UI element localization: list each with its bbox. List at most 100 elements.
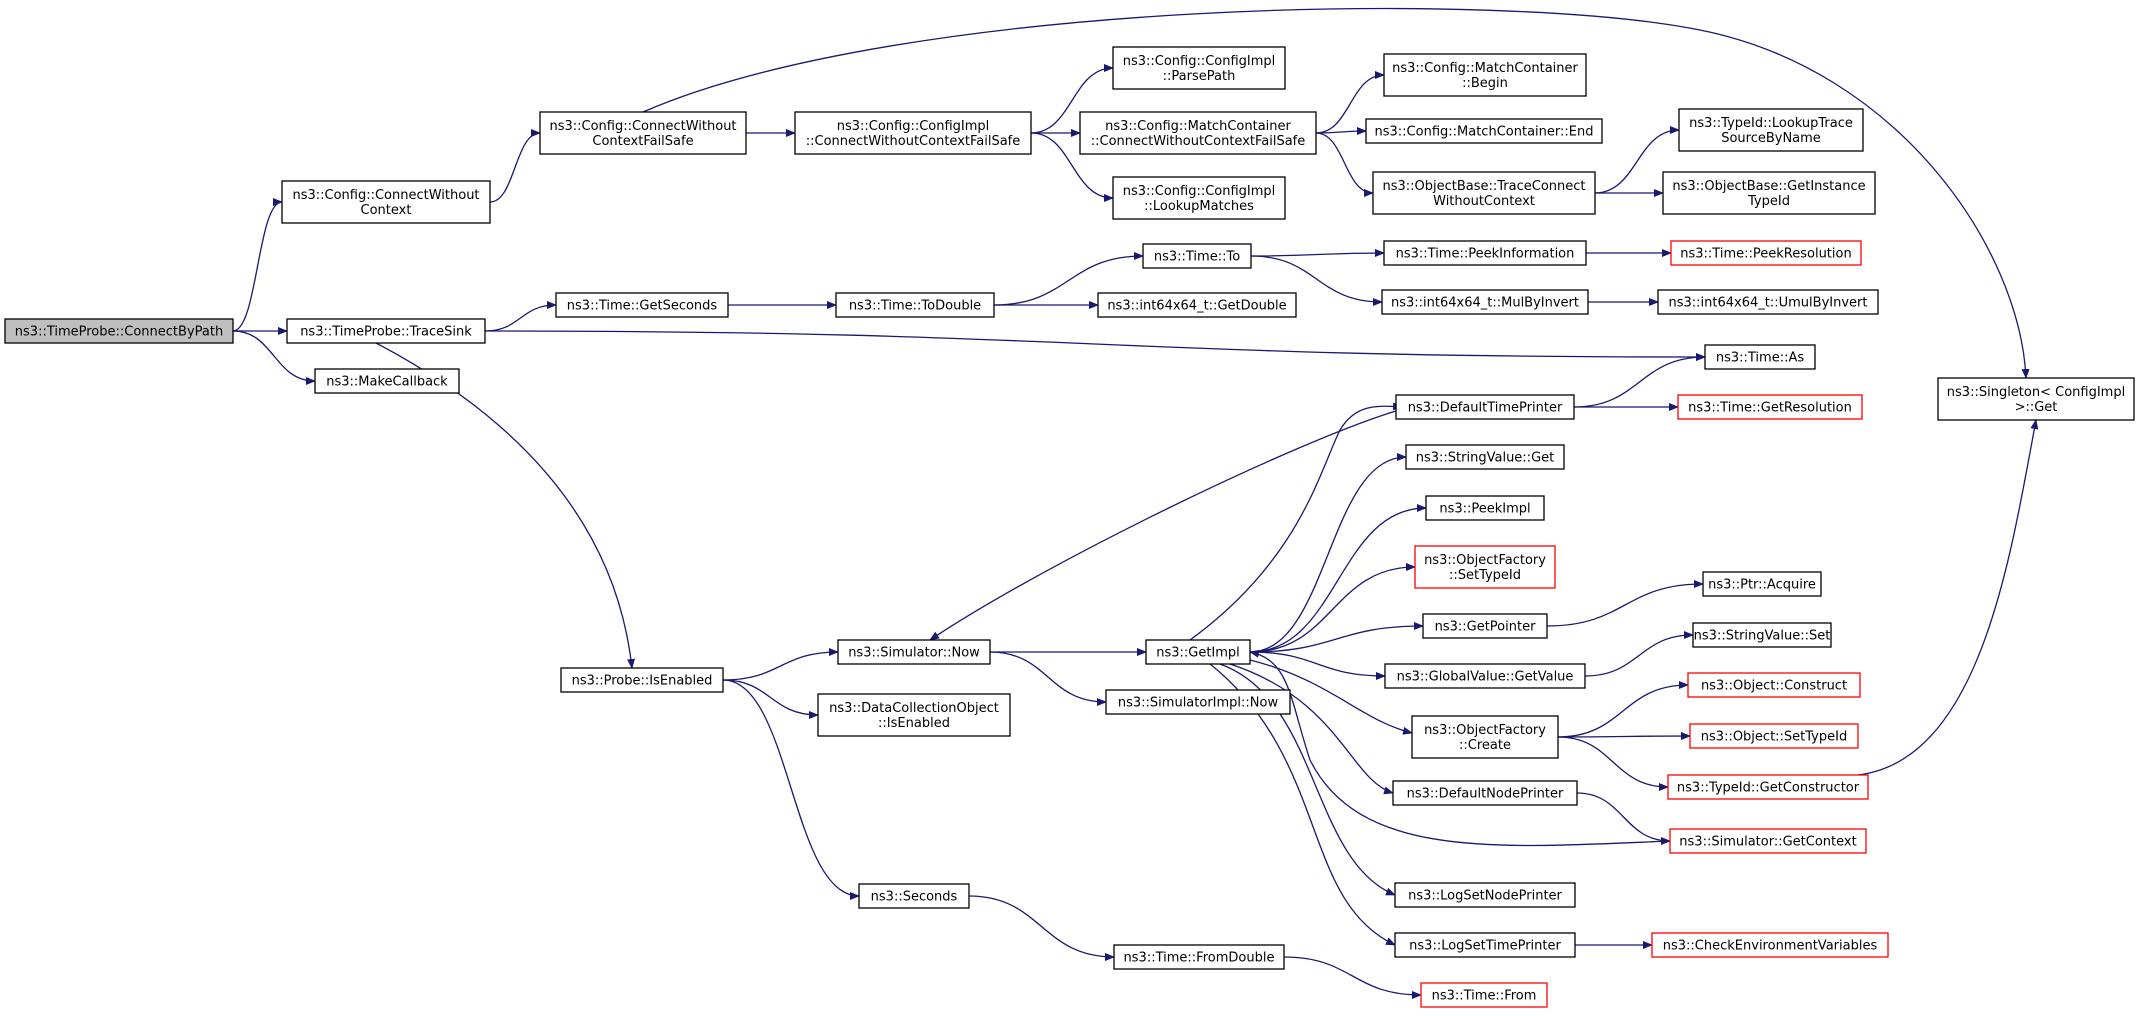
node-box	[286, 318, 486, 344]
node-box	[1670, 240, 1862, 266]
call-edge-connectbypath-to-makecallback	[232, 330, 316, 385]
node-label: ns3::DefaultTimePrinter	[1408, 401, 1563, 416]
node-config-connectwithoutcontext[interactable]: ns3::Config::ConnectWithoutContext	[281, 180, 491, 224]
call-edge-time-to-to-int64x64-mulbyinvert	[1250, 255, 1383, 306]
node-int64x64-mulbyinvert[interactable]: ns3::int64x64_t::MulByInvert	[1381, 289, 1589, 315]
node-label: ::ConnectWithoutContextFailSafe	[806, 134, 1021, 149]
node-stringvalue-set[interactable]: ns3::StringValue::Set	[1692, 622, 1832, 648]
call-edge-config-connectwithoutcontextfailsafe-to-singleton-get	[642, 7, 2030, 379]
node-box	[539, 111, 747, 155]
node-label: ns3::TypeId::LookupTrace	[1689, 116, 1853, 131]
node-box	[1702, 571, 1822, 597]
node-label: ns3::LogSetNodePrinter	[1408, 889, 1562, 904]
node-label: ns3::Time::To	[1154, 250, 1240, 265]
node-configimpl-connectwithoutcontextfailsafe[interactable]: ns3::Config::ConfigImpl::ConnectWithoutC…	[794, 111, 1032, 155]
node-ptr-acquire[interactable]: ns3::Ptr::Acquire	[1702, 571, 1822, 597]
node-objectfactory-create[interactable]: ns3::ObjectFactory::Create	[1411, 715, 1559, 759]
node-matchcontainer-end[interactable]: ns3::Config::MatchContainer::End	[1365, 118, 1603, 144]
node-box	[1669, 828, 1867, 854]
node-box	[1657, 289, 1879, 315]
node-time-to[interactable]: ns3::Time::To	[1142, 243, 1252, 269]
node-box	[1405, 444, 1565, 470]
node-time-getseconds[interactable]: ns3::Time::GetSeconds	[555, 292, 729, 318]
node-time-from[interactable]: ns3::Time::From	[1420, 982, 1548, 1008]
node-makecallback[interactable]: ns3::MakeCallback	[314, 368, 460, 394]
node-config-connectwithoutcontextfailsafe[interactable]: ns3::Config::ConnectWithoutContextFailSa…	[539, 111, 747, 155]
node-checkenvironmentvariables[interactable]: ns3::CheckEnvironmentVariables	[1651, 932, 1889, 958]
node-box	[1411, 715, 1559, 759]
call-edge-matchcontainer-connectwithoutcontextfailsafe-to-matchcontainer-end	[1315, 127, 1367, 136]
node-box	[1112, 46, 1286, 90]
node-simulatorimpl-now[interactable]: ns3::SimulatorImpl::Now	[1105, 689, 1291, 715]
node-box	[1677, 394, 1863, 420]
node-label: ns3::int64x64_t::GetDouble	[1107, 299, 1286, 314]
node-box	[1383, 53, 1587, 97]
node-box	[1365, 118, 1603, 144]
node-int64x64-getdouble[interactable]: ns3::int64x64_t::GetDouble	[1097, 292, 1297, 318]
node-time-getresolution[interactable]: ns3::Time::GetResolution	[1677, 394, 1863, 420]
node-box	[1113, 944, 1285, 970]
node-matchcontainer-connectwithoutcontextfailsafe[interactable]: ns3::Config::MatchContainer::ConnectWith…	[1079, 111, 1317, 155]
call-edge-probe-isenabled-to-datacollectionobject-isenabled	[722, 679, 819, 719]
node-getimpl[interactable]: ns3::GetImpl	[1145, 639, 1251, 665]
node-label: ns3::Time::GetResolution	[1688, 401, 1852, 416]
node-peekimpl[interactable]: ns3::PeekImpl	[1425, 495, 1545, 521]
node-objectbase-traceconnectwithoutcontext[interactable]: ns3::ObjectBase::TraceConnectWithoutCont…	[1372, 171, 1596, 215]
node-objectfactory-settypeid[interactable]: ns3::ObjectFactory::SetTypeId	[1414, 545, 1556, 589]
node-label: ns3::Singleton< ConfigImpl	[1947, 385, 2125, 400]
node-logsetnodeprinter[interactable]: ns3::LogSetNodePrinter	[1394, 882, 1576, 908]
node-simulator-getcontext[interactable]: ns3::Simulator::GetContext	[1669, 828, 1867, 854]
node-time-peekinformation[interactable]: ns3::Time::PeekInformation	[1383, 240, 1587, 266]
node-box	[1667, 774, 1869, 800]
node-box	[314, 368, 460, 394]
node-logsettimeprinter[interactable]: ns3::LogSetTimePrinter	[1394, 932, 1576, 958]
node-connectbypath[interactable]: ns3::TimeProbe::ConnectByPath	[4, 318, 234, 344]
call-edge-getimpl-to-defaulttimeprinter	[1189, 402, 1403, 641]
node-time-peekresolution[interactable]: ns3::Time::PeekResolution	[1670, 240, 1862, 266]
node-defaultnodeprinter[interactable]: ns3::DefaultNodePrinter	[1392, 780, 1578, 806]
node-getpointer[interactable]: ns3::GetPointer	[1422, 613, 1548, 639]
node-time-as[interactable]: ns3::Time::As	[1704, 344, 1816, 370]
node-label: ns3::CheckEnvironmentVariables	[1663, 939, 1878, 954]
node-label: ns3::Time::ToDouble	[849, 299, 981, 314]
node-label: ns3::LogSetTimePrinter	[1409, 939, 1561, 954]
node-box	[1414, 545, 1556, 589]
node-int64x64-umulbyinvert[interactable]: ns3::int64x64_t::UmulByInvert	[1657, 289, 1879, 315]
node-label: ns3::Time::GetSeconds	[567, 299, 718, 314]
node-label: ns3::Object::Construct	[1701, 679, 1847, 694]
node-probe-isenabled[interactable]: ns3::Probe::IsEnabled	[560, 667, 724, 693]
node-time-todouble[interactable]: ns3::Time::ToDouble	[835, 292, 995, 318]
node-label: ::SetTypeId	[1449, 568, 1521, 583]
call-edge-configimpl-connectwithoutcontextfailsafe-to-configimpl-lookupmatches	[1030, 132, 1114, 202]
node-object-settypeid[interactable]: ns3::Object::SetTypeId	[1689, 723, 1859, 749]
node-label: ns3::Ptr::Acquire	[1708, 578, 1816, 593]
node-box	[1689, 723, 1859, 749]
node-label: ns3::StringValue::Set	[1694, 629, 1831, 644]
node-time-fromdouble[interactable]: ns3::Time::FromDouble	[1113, 944, 1285, 970]
node-object-construct[interactable]: ns3::Object::Construct	[1687, 672, 1861, 698]
call-edge-getimpl-to-logsetnodeprinter	[1219, 663, 1396, 896]
node-simulator-now[interactable]: ns3::Simulator::Now	[837, 639, 991, 665]
node-stringvalue-get[interactable]: ns3::StringValue::Get	[1405, 444, 1565, 470]
node-label: ContextFailSafe	[592, 134, 693, 149]
node-configimpl-parsepath[interactable]: ns3::Config::ConfigImpl::ParsePath	[1112, 46, 1286, 90]
node-box	[1142, 243, 1252, 269]
node-seconds[interactable]: ns3::Seconds	[858, 883, 970, 909]
node-label: ns3::ObjectFactory	[1424, 723, 1546, 738]
node-label: ns3::GlobalValue::GetValue	[1397, 670, 1574, 685]
node-box	[1394, 882, 1576, 908]
call-edge-typeid-getconstructor-to-singleton-get	[1857, 419, 2039, 776]
node-timeprobe-tracesink[interactable]: ns3::TimeProbe::TraceSink	[286, 318, 486, 344]
node-box	[1105, 689, 1291, 715]
node-box	[1395, 394, 1575, 420]
node-defaulttimeprinter[interactable]: ns3::DefaultTimePrinter	[1395, 394, 1575, 420]
node-datacollectionobject-isenabled[interactable]: ns3::DataCollectionObject::IsEnabled	[817, 693, 1011, 737]
node-configimpl-lookupmatches[interactable]: ns3::Config::ConfigImpl::LookupMatches	[1112, 176, 1286, 220]
node-globalvalue-getvalue[interactable]: ns3::GlobalValue::GetValue	[1384, 663, 1586, 689]
node-typeid-getconstructor[interactable]: ns3::TypeId::GetConstructor	[1667, 774, 1869, 800]
node-singleton-get[interactable]: ns3::Singleton< ConfigImpl>::Get	[1937, 377, 2135, 421]
node-matchcontainer-begin[interactable]: ns3::Config::MatchContainer::Begin	[1383, 53, 1587, 97]
call-edge-timeprobe-tracesink-to-time-getseconds	[484, 301, 557, 332]
